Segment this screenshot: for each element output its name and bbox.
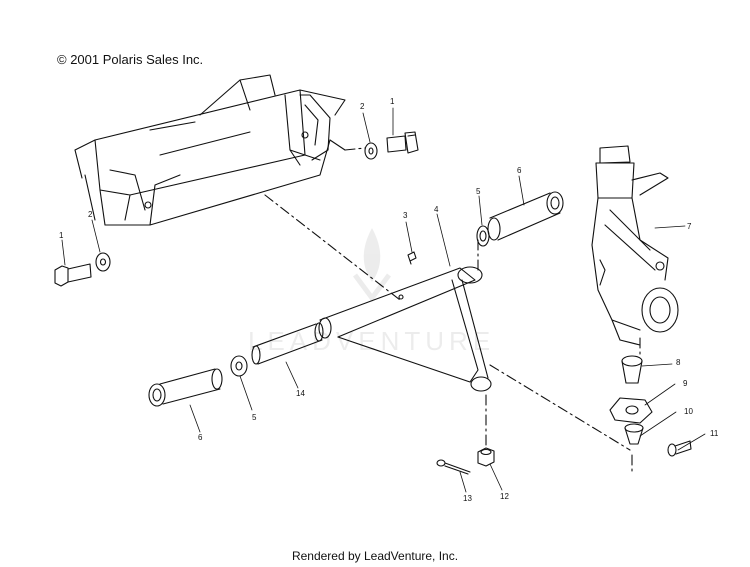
spindle-knuckle-7: [591, 145, 679, 346]
sleeve-14: [251, 322, 324, 365]
callout-2-right: 2: [360, 102, 365, 111]
callout-6-left: 6: [198, 433, 203, 442]
callout-numbers: 1 2 1 2 3 4 5 6 7 5 6 14 8 9 10 11 12 13: [59, 97, 719, 503]
callout-7: 7: [687, 222, 692, 231]
bolt-1-right: [386, 131, 419, 154]
callout-14: 14: [296, 389, 305, 398]
nut-12: [477, 447, 495, 467]
callout-2-left: 2: [88, 210, 93, 219]
watermark-text: LEADVENTURE: [248, 326, 495, 356]
washer-5-right: [476, 225, 490, 247]
control-arm-4: [318, 266, 492, 392]
plate-9: [609, 397, 653, 424]
bushing-6-left: [148, 368, 223, 407]
bushing-6-right: [487, 191, 564, 241]
copyright-notice: © 2001 Polaris Sales Inc.: [57, 52, 204, 67]
callout-10: 10: [684, 407, 693, 416]
leader-lines: [61, 107, 706, 493]
callout-9: 9: [683, 379, 688, 388]
ball-joint-8: [621, 355, 643, 384]
cotter-pin-13: [436, 459, 471, 475]
callout-1-left: 1: [59, 231, 64, 240]
watermark-logo: [352, 228, 392, 303]
callout-5-right: 5: [476, 187, 481, 196]
bolt-1-left: [54, 263, 92, 287]
callout-11: 11: [710, 429, 719, 438]
grease-fitting-3: [407, 251, 417, 265]
bolt-11: [667, 440, 692, 457]
washer-2-right: [364, 142, 378, 160]
callout-1-right: 1: [390, 97, 395, 106]
callout-13: 13: [463, 494, 472, 503]
washer-2-left: [95, 252, 111, 272]
assembly-lines: [264, 147, 641, 476]
callout-8: 8: [676, 358, 681, 367]
callout-4: 4: [434, 205, 439, 214]
washer-5-left: [230, 355, 248, 377]
footer-credit: Rendered by LeadVenture, Inc.: [291, 549, 459, 563]
callout-5-left: 5: [252, 413, 257, 422]
boot-10: [624, 423, 644, 445]
callout-12: 12: [500, 492, 509, 501]
frame-rail: [74, 74, 346, 226]
callout-6-right: 6: [517, 166, 522, 175]
callout-3: 3: [403, 211, 408, 220]
